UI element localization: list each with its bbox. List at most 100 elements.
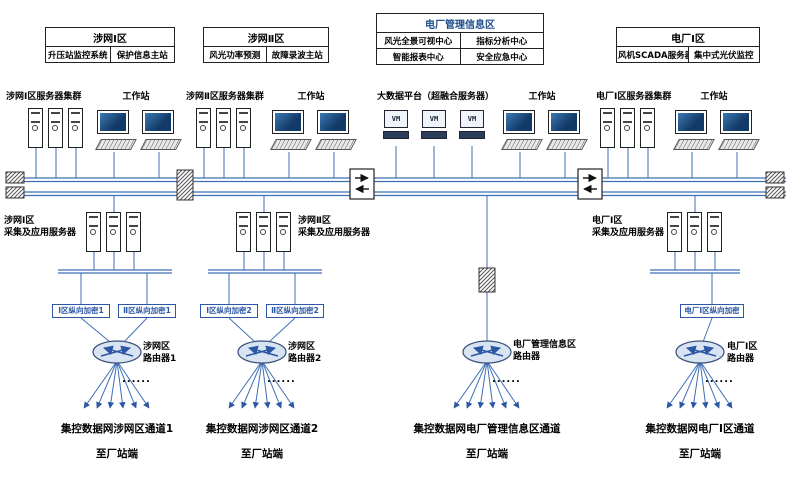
server-tower-icon (68, 108, 83, 148)
server-tower-icon (256, 212, 271, 252)
server-tower-icon (667, 212, 682, 252)
collection-link-lines (93, 195, 716, 342)
server-tower-icon (48, 108, 63, 148)
workstation-label: 工作站 (700, 92, 728, 102)
monitor (317, 110, 349, 134)
workstation-icon (542, 110, 588, 156)
keyboard (673, 139, 715, 150)
monitor-screen (100, 113, 126, 131)
bigdata-platform-label: 大数据平台（超融合服务器） (377, 92, 495, 102)
workstation-icon (669, 110, 715, 156)
channel-fanout-router1 (83, 360, 150, 409)
monitor-screen (145, 113, 171, 131)
bus-end-switch-icons (5, 171, 785, 199)
channel-fanout-router2 (228, 360, 295, 409)
server-tower-icon (126, 212, 141, 252)
monitor-screen (275, 113, 301, 131)
encryption-box-z1-2: Ⅰ区纵向加密2 (200, 304, 258, 318)
keyboard (501, 139, 543, 150)
monitor-screen (551, 113, 577, 131)
workstation-icon (311, 110, 357, 156)
monitor (272, 110, 304, 134)
monitor (548, 110, 580, 134)
keyboard (140, 139, 182, 150)
router2-label: 涉网区 路由器2 (288, 342, 322, 364)
plant-zone-cell-1: 集中式光伏监控 (687, 47, 760, 62)
monitor (142, 110, 174, 134)
zone2-collect-label: 涉网Ⅱ区 采集及应用服务器 (298, 216, 371, 238)
server-tower-icon (620, 108, 635, 148)
encryption-box-z2-1: Ⅱ区纵向加密1 (118, 304, 176, 318)
to-station-label: 至厂站端 (679, 448, 721, 460)
main-bus-lines (10, 177, 786, 197)
encryption-link-lines (80, 273, 713, 343)
workstation-icon (136, 110, 182, 156)
server-tower-icon (276, 212, 291, 252)
vm-server-icon: VM (420, 110, 448, 150)
monitor (503, 110, 535, 134)
keyboard (270, 139, 312, 150)
keyboard (718, 139, 760, 150)
zone2-title: 涉网Ⅱ区 (247, 34, 285, 45)
channel-fanout-router-mgmt (453, 360, 520, 409)
zone1-cell-1: 保护信息主站 (109, 47, 175, 62)
vm-base (383, 131, 409, 139)
plant-zone-cell-0: 风机SCADA服务器 (618, 51, 688, 61)
zone1-cell-0: 升压站监控系统 (47, 51, 108, 61)
monitor-screen (320, 113, 346, 131)
router-mgmt-icon (463, 341, 511, 363)
router-plant-icon (676, 341, 724, 363)
mgmt-zone-cell-3: 安全应急中心 (459, 49, 544, 64)
server-tower-icon (640, 108, 655, 148)
fanout-dots: ...... (267, 374, 296, 385)
channel-mgmt-label: 集控数据网电厂管理信息区通道 (413, 423, 561, 435)
workstation-icon (266, 110, 312, 156)
vm-screen: VM (422, 110, 446, 128)
workstation-icon (91, 110, 137, 156)
to-station-label: 至厂站端 (466, 448, 508, 460)
plant-zone-title: 电厂Ⅰ区 (671, 34, 705, 45)
router1-label: 涉网区 路由器1 (143, 342, 177, 364)
vm-server-icon: VM (382, 110, 410, 150)
mgmt-zone-title: 电厂管理信息区 (425, 20, 495, 31)
server-tower-icon (687, 212, 702, 252)
to-station-label: 至厂站端 (241, 448, 283, 460)
plant-zone-header-box: 电厂Ⅰ区 风机SCADA服务器 集中式光伏监控 (616, 27, 760, 63)
workstation-label: 工作站 (297, 92, 325, 102)
router-plant-label: 电厂Ⅰ区 路由器 (727, 342, 758, 364)
monitor-screen (506, 113, 532, 131)
zone2-cell-0: 风光功率预测 (209, 51, 261, 61)
fanout-dots: ...... (122, 374, 151, 385)
channel-plant-label: 集控数据网电厂Ⅰ区通道 (645, 423, 755, 435)
encryption-box-z2-2: Ⅱ区纵向加密2 (266, 304, 324, 318)
mgmt-zone-cell-1: 指标分析中心 (459, 33, 544, 48)
keyboard (315, 139, 357, 150)
device-drop-lines (35, 146, 738, 178)
server-tower-icon (216, 108, 231, 148)
mid-switch-icon (176, 169, 194, 201)
zone1-cluster-label: 涉网Ⅰ区服务器集群 (6, 92, 82, 102)
zone1-collect-label: 涉网Ⅰ区 采集及应用服务器 (4, 216, 77, 238)
keyboard (546, 139, 588, 150)
secondary-bus-lines (58, 269, 740, 274)
monitor (97, 110, 129, 134)
mgmt-zone-header-box: 电厂管理信息区 风光全景可视中心 指标分析中心 智能报表中心 安全应急中心 (376, 13, 544, 65)
monitor (720, 110, 752, 134)
zone1-header-box: 涉网Ⅰ区 升压站监控系统 保护信息主站 (45, 27, 175, 63)
router-mgmt-label: 电厂管理信息区 路由器 (513, 340, 577, 362)
monitor-screen (678, 113, 704, 131)
mgmt-zone-cell-2: 智能报表中心 (392, 53, 444, 63)
keyboard (95, 139, 137, 150)
server-tower-icon (707, 212, 722, 252)
encryption-box-plant: 电厂Ⅰ区纵向加密 (680, 304, 744, 318)
vm-base (459, 131, 485, 139)
isolation-gateway-icon-1 (349, 168, 375, 200)
zone2-cell-1: 故障录波主站 (265, 47, 329, 62)
monitor (675, 110, 707, 134)
server-tower-icon (600, 108, 615, 148)
server-tower-icon (28, 108, 43, 148)
workstation-icon (714, 110, 760, 156)
vm-screen: VM (384, 110, 408, 128)
